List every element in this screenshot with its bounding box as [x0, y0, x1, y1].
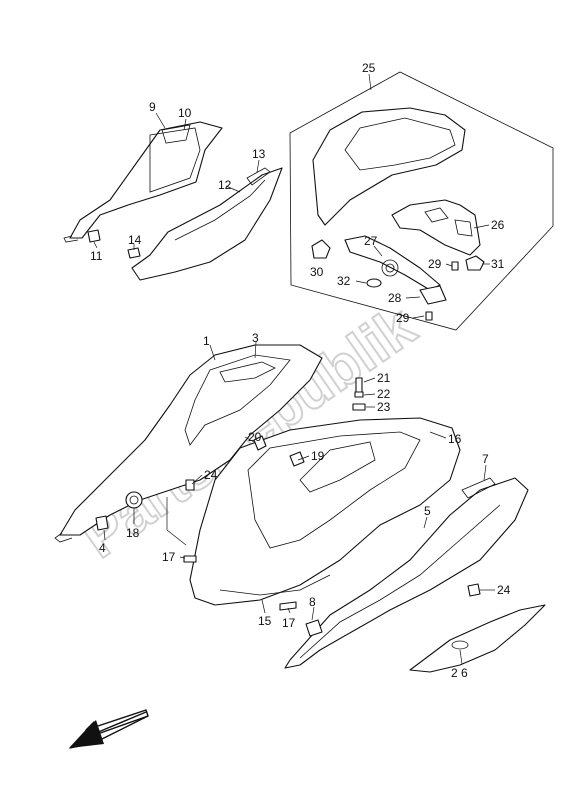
label-8: 8 — [309, 595, 316, 609]
label-7: 7 — [482, 452, 489, 466]
label-27: 27 — [364, 234, 378, 248]
tail-cover-main-left — [54, 344, 323, 543]
label-22: 22 — [377, 387, 391, 401]
label-16: 16 — [448, 432, 462, 446]
seat-cowl-box — [289, 71, 554, 331]
label-32: 32 — [337, 274, 351, 288]
label-9: 9 — [149, 100, 156, 114]
label-19: 19 — [311, 449, 325, 463]
clip-14 — [127, 247, 141, 259]
small-parts-main — [95, 377, 481, 637]
leader-lines — [93, 73, 495, 665]
label-17b: 17 — [282, 616, 296, 630]
arrow-down-left-icon — [69, 709, 149, 749]
label-5: 5 — [424, 504, 431, 518]
label-11: 11 — [90, 249, 103, 263]
label-29b: 29 — [396, 311, 410, 325]
label-25: 25 — [362, 61, 376, 75]
label-23: 23 — [377, 400, 391, 414]
label-31: 31 — [491, 257, 505, 271]
label-29a: 29 — [428, 257, 442, 271]
label-20: 20 — [248, 430, 262, 444]
tail-cover-upper-small — [63, 121, 223, 243]
clip-11 — [87, 229, 101, 243]
label-28: 28 — [388, 291, 402, 305]
label-24a: 24 — [204, 468, 218, 482]
label-18: 18 — [126, 526, 140, 540]
callout-labels: 9 10 13 12 11 14 25 26 27 29 31 30 32 28… — [90, 61, 511, 680]
label-1: 1 — [203, 334, 210, 348]
label-24b: 24 — [497, 583, 511, 597]
side-cover-5 — [284, 477, 529, 669]
label-21: 21 — [377, 371, 391, 385]
label-12: 12 — [218, 178, 232, 192]
label-4: 4 — [99, 541, 106, 555]
label-14: 14 — [128, 233, 142, 247]
side-panel-2-6 — [409, 604, 546, 673]
label-13: 13 — [252, 147, 266, 161]
label-17a: 17 — [162, 550, 176, 564]
label-3: 3 — [252, 331, 259, 345]
label-2-6: 2 6 — [451, 666, 468, 680]
label-15: 15 — [258, 614, 272, 628]
label-10: 10 — [178, 106, 192, 120]
cover-piece-12 — [131, 167, 283, 281]
label-26: 26 — [491, 218, 505, 232]
label-30: 30 — [310, 265, 324, 279]
tail-cover-center — [189, 417, 461, 606]
